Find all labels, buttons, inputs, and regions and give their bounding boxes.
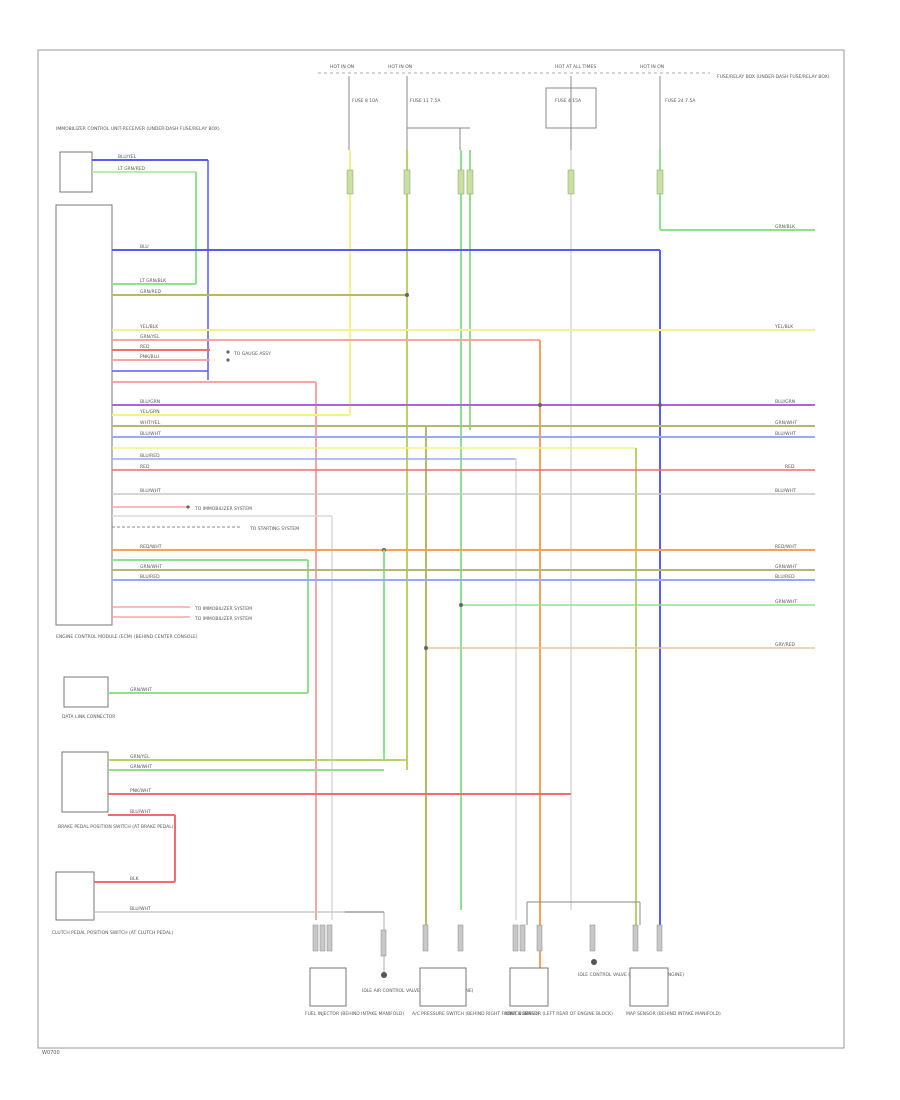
- brake-switch-label: BRAKE PEDAL POSITION SWITCH (AT BRAKE PE…: [58, 824, 174, 830]
- splice-5: [459, 603, 463, 607]
- to-starting-label: TO STARTING SYSTEM: [249, 526, 299, 532]
- fuse-2-sub: FUSE 11 7.5A: [410, 98, 441, 104]
- label-blu-wht-clutch: BLU/WHT: [130, 906, 151, 912]
- arrow-immob-1: [186, 505, 190, 509]
- label-yel-blk-right: YEL/BLK: [774, 324, 794, 330]
- label-red: RED: [140, 344, 150, 350]
- component-c4: [509, 967, 549, 1007]
- fuse-3-label: HOT AT ALL TIMES: [555, 64, 596, 70]
- label-blu-red: BLU/RED: [140, 453, 160, 459]
- clutch-switch-label: CLUTCH PEDAL POSITION SWITCH (AT CLUTCH …: [52, 930, 173, 936]
- clutch-switch-box: [55, 871, 95, 921]
- label-blu: BLU: [140, 244, 149, 250]
- label-yel-grn: YEL/GRN: [139, 409, 160, 415]
- splice-6: [424, 646, 428, 650]
- label-grn-yel: GRN/YEL: [140, 334, 160, 340]
- label-blu-wht-brake: BLU/WHT: [130, 809, 151, 815]
- fuse-3-sub: FUSE 4 15A: [555, 98, 582, 104]
- label-blu-wht-right-2: BLU/WHT: [775, 488, 796, 494]
- fuse-1-sub: FUSE 8 10A: [352, 98, 379, 104]
- label-grn-yel-brake: GRN/YEL: [130, 754, 150, 760]
- label-red-wht: RED/WHT: [140, 544, 162, 550]
- label-grn-wht-right-2: GRN/WHT: [775, 564, 797, 570]
- to-immob-label-2: TO IMMOBILIZER SYSTEM: [194, 606, 252, 612]
- label-grn-wht-2: GRN/WHT: [140, 564, 162, 570]
- diagram-frame: [37, 49, 845, 1049]
- c4-label: KNOCK SENSOR (LEFT REAR OF ENGINE BLOCK): [505, 1011, 613, 1017]
- to-immob-label-3: TO IMMOBILIZER SYSTEM: [194, 616, 252, 622]
- label-blu-grn-right: BLU/GRN: [775, 399, 795, 405]
- component-c6: [629, 967, 669, 1007]
- top-connectors: [346, 169, 664, 195]
- fuse-box-label: FUSE/RELAY BOX (UNDER-DASH FUSE/RELAY BO…: [717, 74, 830, 80]
- label-grn-wht-dlc: GRN/WHT: [130, 687, 152, 693]
- label-blu-grn: BLU/GRN: [140, 399, 160, 405]
- label-red-right: RED: [785, 464, 795, 470]
- fuse-4-label: HOT IN ON: [640, 64, 664, 70]
- component-c3: [419, 967, 467, 1007]
- label-grn-wht-brake: GRN/WHT: [130, 764, 152, 770]
- label-grn-blk-right: GRN/BLK: [775, 224, 796, 230]
- ecm-label: ENGINE CONTROL MODULE (ECM) (BEHIND CENT…: [56, 634, 198, 640]
- splice-1: [405, 293, 409, 297]
- splice-3: [658, 403, 662, 407]
- label-blu-wht-2: BLU/WHT: [140, 488, 161, 494]
- c2-label: IDLE AIR CONTROL VALVE (LEFT SIDE OF ENG…: [362, 988, 474, 994]
- label-blk-clutch: BLK: [130, 876, 140, 882]
- c1-label: FUEL INJECTOR (BEHIND INTAKE MANIFOLD): [305, 1011, 404, 1017]
- label-pnk-blu: PNK/BLU: [140, 354, 159, 360]
- to-immob-label-1: TO IMMOBILIZER SYSTEM: [194, 506, 252, 512]
- component-c1: [309, 967, 347, 1007]
- label-blu-wht-right: BLU/WHT: [775, 431, 796, 437]
- brake-switch-box: [61, 751, 109, 813]
- label-wht-yel: WHT/YEL: [140, 420, 161, 426]
- data-link-label: DATA LINK CONNECTOR: [62, 714, 115, 720]
- c3-label: A/C PRESSURE SWITCH (BEHIND RIGHT FRONT …: [412, 1011, 539, 1017]
- immobilizer-box: [59, 151, 93, 193]
- label-pnk-wht-brake: PNK/WHT: [130, 788, 151, 794]
- fuse-4-sub: FUSE 24 7.5A: [665, 98, 696, 104]
- ground-c2: [381, 972, 387, 978]
- ecm-box: [55, 204, 113, 626]
- label-grn-wht-right: GRN/WHT: [775, 420, 797, 426]
- label-blu-wht: BLU/WHT: [140, 431, 161, 437]
- c6-label: MAP SENSOR (BEHIND INTAKE MANIFOLD): [626, 1011, 721, 1017]
- label-blu-red-2: BLU/RED: [140, 574, 160, 580]
- label-ltgrn-red: LT GRN/RED: [118, 166, 146, 172]
- label-ltgrn-blk: LT GRN/BLK: [140, 278, 167, 284]
- footer-code: W0700: [42, 1050, 60, 1056]
- to-gauge-label: TO GAUGE ASSY: [233, 351, 271, 357]
- label-red-2: RED: [140, 464, 150, 470]
- bottom-connectors: [312, 924, 663, 957]
- data-link-box: [63, 676, 109, 708]
- label-gry-red: GRY/RED: [775, 642, 796, 648]
- arrow-gauge-b: [226, 358, 230, 362]
- label-grn-red: GRN/RED: [140, 289, 161, 295]
- splice-2: [538, 403, 542, 407]
- fuse-1-label: HOT IN ON: [330, 64, 354, 70]
- fuse-symbols: [348, 76, 661, 150]
- label-grn-wht-right-3: GRN/WHT: [775, 599, 797, 605]
- fuse-2-label: HOT IN ON: [388, 64, 412, 70]
- label-blu-red-right: BLU/RED: [775, 574, 795, 580]
- top-left-module-label: IMMOBILIZER CONTROL UNIT-RECEIVER (UNDER…: [56, 126, 220, 132]
- label-red-wht-right: RED/WHT: [775, 544, 797, 550]
- arrow-gauge-a: [226, 350, 230, 354]
- label-blu-yel: BLU/YEL: [118, 154, 137, 160]
- ground-c5: [591, 959, 597, 965]
- label-yel-blk: YEL/BLK: [139, 324, 159, 330]
